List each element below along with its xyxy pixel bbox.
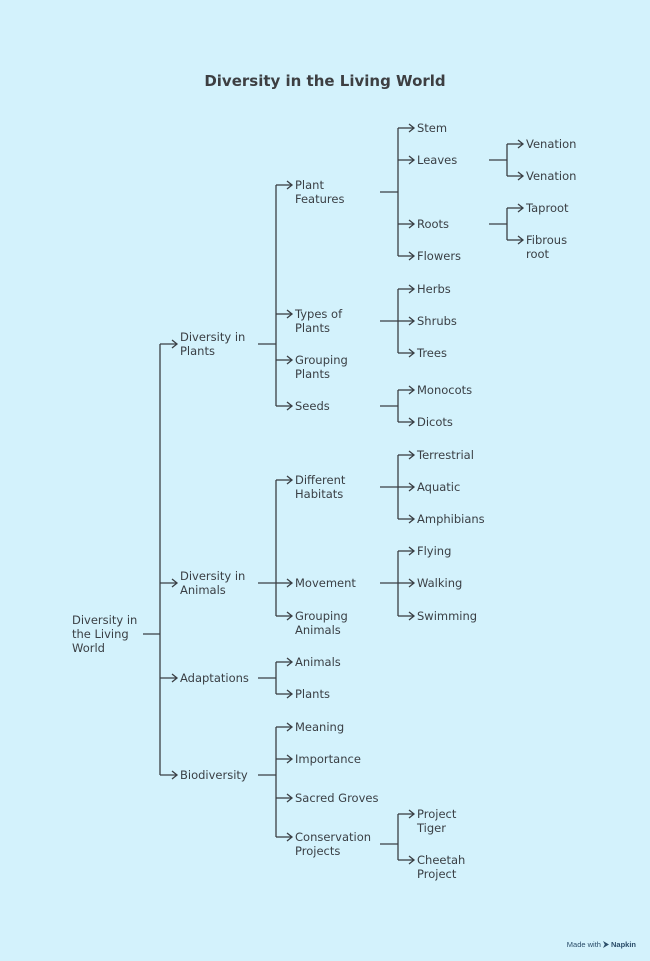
root-node: Diversity in the Living World xyxy=(72,613,138,655)
arrowhead-icon xyxy=(408,855,416,865)
node-depth-4: Fibrous root xyxy=(526,233,568,261)
node-depth-4: Venation xyxy=(526,137,577,151)
arrowhead-icon xyxy=(517,139,525,149)
node-depth-1: Diversity in Plants xyxy=(180,330,246,358)
node-depth-2: Plants xyxy=(295,687,330,701)
arrowhead-icon xyxy=(517,235,525,245)
arrowhead-icon xyxy=(408,514,416,524)
arrowhead-icon xyxy=(286,754,294,764)
arrowhead-icon xyxy=(286,722,294,732)
node-depth-3: Roots xyxy=(417,217,450,231)
arrowhead-icon xyxy=(171,770,179,780)
arrowhead-icon xyxy=(286,309,294,319)
watermark: Made with Napkin xyxy=(567,940,636,949)
node-depth-3: Dicots xyxy=(417,415,453,429)
arrowhead-icon xyxy=(408,611,416,621)
node-depth-3: Cheetah Project xyxy=(417,853,466,881)
node-depth-3: Shrubs xyxy=(417,314,457,328)
node-depth-3: Project Tiger xyxy=(417,807,457,835)
node-depth-3: Monocots xyxy=(417,383,473,397)
arrowhead-icon xyxy=(408,809,416,819)
node-depth-2: Grouping Animals xyxy=(295,609,348,637)
arrowhead-icon xyxy=(171,339,179,349)
arrowhead-icon xyxy=(517,203,525,213)
node-depth-2: Different Habitats xyxy=(295,473,346,501)
node-depth-1: Adaptations xyxy=(180,671,249,685)
arrowhead-icon xyxy=(408,482,416,492)
watermark-brand: Napkin xyxy=(610,940,636,949)
arrowhead-icon xyxy=(286,578,294,588)
arrowhead-icon xyxy=(408,450,416,460)
arrowhead-icon xyxy=(408,546,416,556)
node-depth-4: Taproot xyxy=(526,201,569,215)
napkin-logo-icon xyxy=(602,941,609,948)
node-depth-3: Leaves xyxy=(417,153,458,167)
arrowhead-icon xyxy=(171,578,179,588)
arrowhead-icon xyxy=(408,316,416,326)
node-depth-3: Terrestrial xyxy=(417,448,474,462)
node-depth-2: Types of Plants xyxy=(295,307,343,335)
diagram-title: Diversity in the Living World xyxy=(204,72,446,90)
node-depth-2: Movement xyxy=(295,576,356,590)
arrowhead-icon xyxy=(408,155,416,165)
node-depth-3: Amphibians xyxy=(417,512,485,526)
node-depth-2: Animals xyxy=(295,655,341,669)
node-depth-2: Grouping Plants xyxy=(295,353,348,381)
arrowhead-icon xyxy=(286,793,294,803)
arrowhead-icon xyxy=(286,611,294,621)
node-depth-2: Plant Features xyxy=(295,178,345,206)
node-depth-2: Conservation Projects xyxy=(295,830,372,858)
node-depth-2: Seeds xyxy=(295,399,330,413)
node-depth-3: Stem xyxy=(417,121,448,135)
arrowhead-icon xyxy=(408,348,416,358)
node-depth-2: Meaning xyxy=(295,720,345,734)
arrowhead-icon xyxy=(408,578,416,588)
node-depth-3: Flowers xyxy=(417,249,462,263)
arrowhead-icon xyxy=(408,219,416,229)
arrowhead-icon xyxy=(517,171,525,181)
arrowhead-icon xyxy=(286,355,294,365)
node-depth-1: Diversity in Animals xyxy=(180,569,246,597)
arrowhead-icon xyxy=(408,251,416,261)
arrowhead-icon xyxy=(286,689,294,699)
arrowhead-icon xyxy=(408,284,416,294)
watermark-text: Made with xyxy=(566,940,601,949)
node-depth-1: Biodiversity xyxy=(180,768,248,782)
node-depth-3: Aquatic xyxy=(417,480,461,494)
node-depth-2: Sacred Groves xyxy=(295,791,379,805)
arrowhead-icon xyxy=(286,832,294,842)
arrowhead-icon xyxy=(408,385,416,395)
node-depth-3: Herbs xyxy=(417,282,451,296)
node-depth-3: Trees xyxy=(417,346,447,360)
arrowhead-icon xyxy=(286,475,294,485)
arrowhead-icon xyxy=(286,657,294,667)
arrowhead-icon xyxy=(171,673,179,683)
arrowhead-icon xyxy=(408,417,416,427)
arrowhead-icon xyxy=(408,123,416,133)
node-depth-3: Flying xyxy=(417,544,452,558)
node-depth-3: Swimming xyxy=(417,609,478,623)
arrowhead-icon xyxy=(286,180,294,190)
arrowhead-icon xyxy=(286,401,294,411)
node-depth-3: Walking xyxy=(417,576,463,590)
node-depth-2: Importance xyxy=(295,752,361,766)
node-depth-4: Venation xyxy=(526,169,577,183)
